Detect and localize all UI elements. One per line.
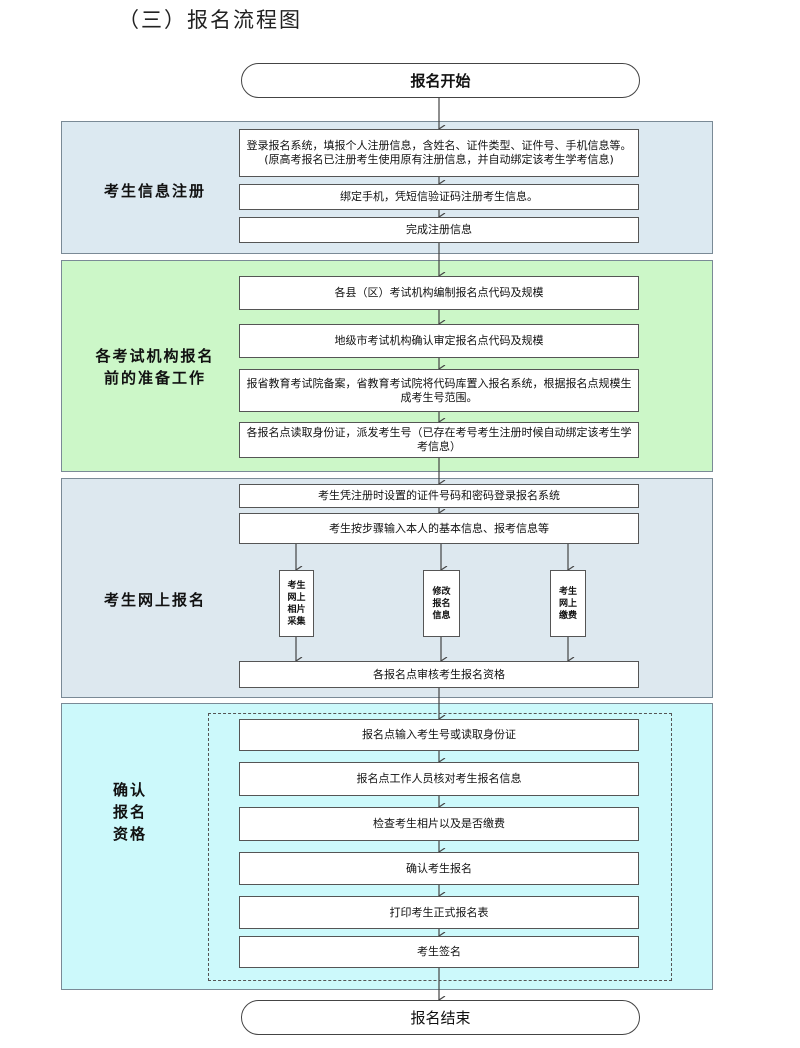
online-branch-modify: 修改 报名 信息 <box>423 570 460 637</box>
online-step-enter-info: 考生按步骤输入本人的基本信息、报考信息等 <box>239 513 639 544</box>
prep-step-city-confirm: 地级市考试机构确认审定报名点代码及规模 <box>239 324 639 358</box>
online-branch-photo: 考生 网上 相片 采集 <box>279 570 314 637</box>
section-label-preparation: 各考试机构报名 前的准备工作 <box>95 347 215 387</box>
confirm-step-print-form: 打印考生正式报名表 <box>239 896 639 929</box>
flowchart-heading: （三）报名流程图 <box>118 8 302 32</box>
reg-step-login: 登录报名系统，填报个人注册信息，含姓名、证件类型、证件号、手机信息等。(原高考报… <box>239 129 639 177</box>
confirm-step-confirm: 确认考生报名 <box>239 852 639 885</box>
section-label-registration: 考生信息注册 <box>103 182 206 200</box>
prep-step-provincial-record: 报省教育考试院备案，省教育考试院将代码库置入报名系统，根据报名点规模生成考生号范… <box>239 369 639 412</box>
online-branch-payment: 考生 网上 缴费 <box>550 570 586 637</box>
reg-step-bind-phone: 绑定手机，凭短信验证码注册考生信息。 <box>239 184 639 210</box>
start-node: 报名开始 <box>241 63 640 98</box>
section-label-confirm: 确认 报名 资格 <box>112 781 147 843</box>
confirm-step-verify-info: 报名点工作人员核对考生报名信息 <box>239 762 639 796</box>
confirm-step-input-number: 报名点输入考生号或读取身份证 <box>239 719 639 751</box>
end-node: 报名结束 <box>241 1000 640 1035</box>
prep-step-county-code: 各县（区）考试机构编制报名点代码及规模 <box>239 276 639 310</box>
online-step-login: 考生凭注册时设置的证件号码和密码登录报名系统 <box>239 484 639 508</box>
confirm-step-check-photo: 检查考生相片以及是否缴费 <box>239 807 639 841</box>
online-step-review: 各报名点审核考生报名资格 <box>239 661 639 688</box>
prep-step-assign-number: 各报名点读取身份证，派发考生号（已存在考号考生注册时候自动绑定该考生学考信息） <box>239 422 639 458</box>
section-label-online: 考生网上报名 <box>103 591 206 609</box>
confirm-dashed-group <box>208 713 672 981</box>
reg-step-complete: 完成注册信息 <box>239 217 639 243</box>
confirm-step-signature: 考生签名 <box>239 936 639 968</box>
